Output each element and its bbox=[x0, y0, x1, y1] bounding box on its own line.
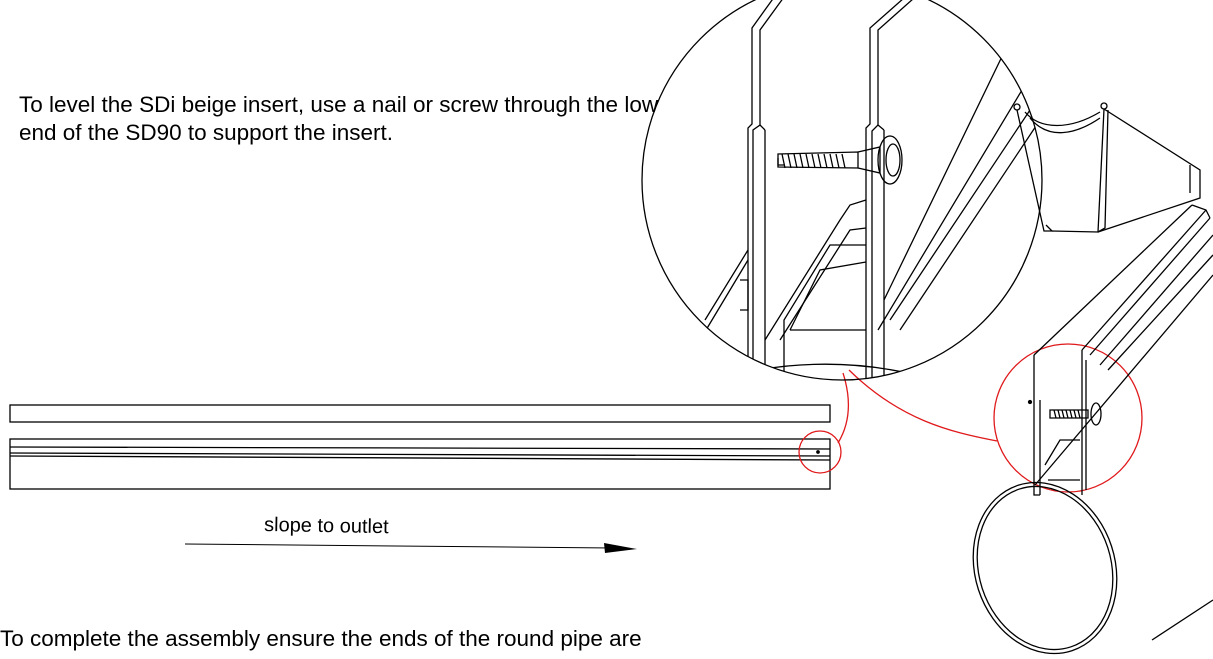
callout-circle-elevation bbox=[798, 430, 842, 474]
callout-markers bbox=[798, 343, 1143, 493]
detail-magnifier bbox=[641, 0, 1043, 381]
callout-leader-pipe bbox=[848, 369, 998, 442]
detail-circle-outline bbox=[641, 0, 1043, 381]
instruction-complete-assembly: To complete the assembly ensure the ends… bbox=[0, 626, 642, 651]
channel-elevation bbox=[9, 438, 831, 490]
slope-arrow: slope to outlet bbox=[184, 514, 637, 553]
instruction-level-insert: To level the SDi beige insert, use a nai… bbox=[19, 92, 659, 145]
callout-leader-elevation bbox=[837, 372, 850, 444]
pipe-assembly-sketch bbox=[972, 204, 1213, 655]
insert-profile-sketch bbox=[1013, 102, 1201, 233]
callout-circle-pipe bbox=[993, 343, 1143, 493]
insert-rail-elevation bbox=[9, 404, 831, 423]
slope-label: slope to outlet bbox=[264, 514, 389, 538]
screw-detail bbox=[777, 135, 903, 185]
